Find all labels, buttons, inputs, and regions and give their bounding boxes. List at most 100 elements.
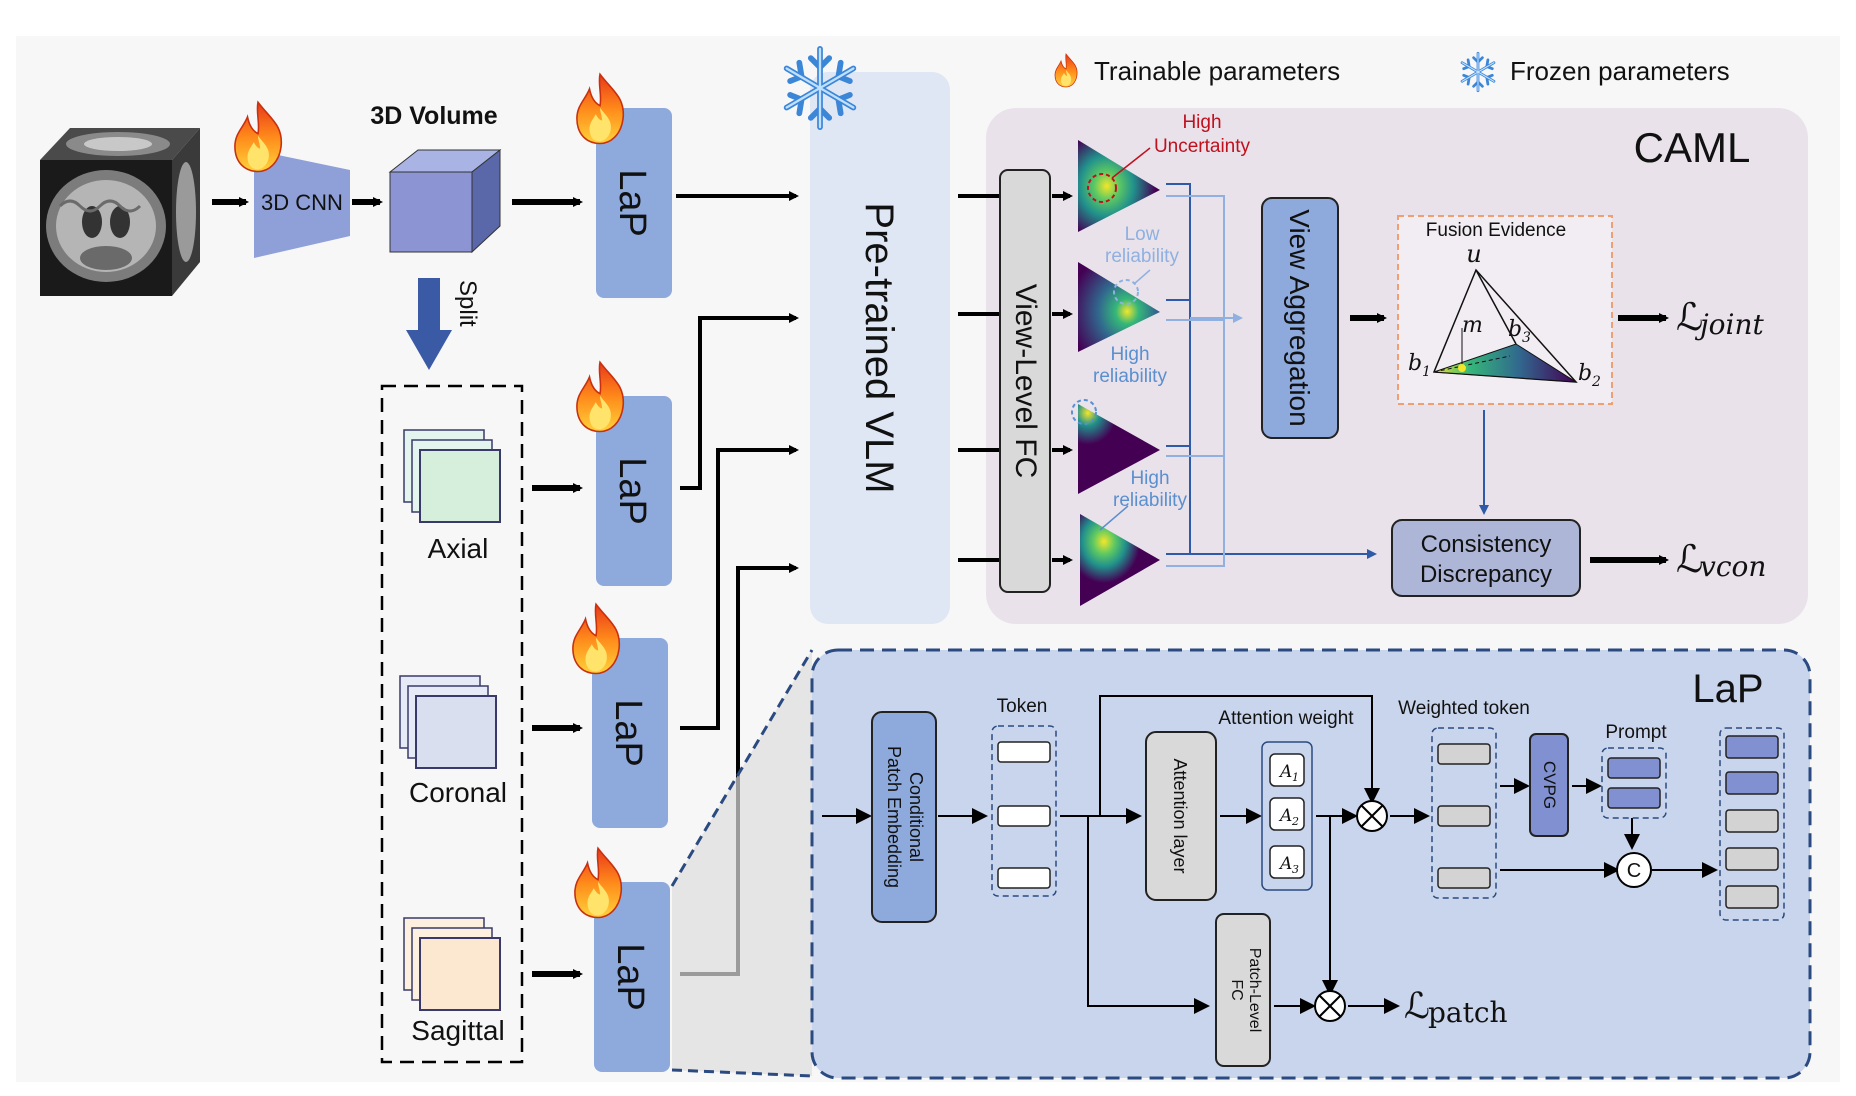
- simplex-b1-sub: 1: [1422, 364, 1431, 380]
- prompt-label: Prompt: [1605, 722, 1667, 743]
- view-level-fc-block: View-Level FC: [999, 169, 1051, 593]
- attention-weight-label: Attention weight: [1218, 708, 1354, 729]
- high-uncertainty-label-1: High: [1182, 112, 1221, 133]
- evidence-triangle-1: [1078, 140, 1160, 232]
- view-aggregation-label: View Aggregation: [1284, 209, 1315, 426]
- split-label: Split: [454, 280, 481, 327]
- token-flow-lines: [1060, 695, 1380, 1014]
- simplex-b3-sub: 3: [1522, 330, 1531, 346]
- simplex-u-label: u: [1466, 240, 1481, 268]
- volume-label: 3D Volume: [370, 102, 497, 130]
- coronal-label: Coronal: [409, 777, 507, 808]
- high-reliability-label-4: reliability: [1113, 490, 1187, 511]
- volume-cube: 3D Volume: [370, 102, 502, 254]
- a1-label: A: [1278, 762, 1292, 782]
- evidence-triangle-3: [1071, 399, 1160, 494]
- weighted-token-label: Weighted token: [1398, 698, 1530, 719]
- patch-loss-subscript: patch: [1428, 996, 1508, 1029]
- zoom-line-top: [670, 649, 814, 887]
- cvpg-label: CVPG: [1540, 761, 1559, 809]
- simplex-b2-sub: 2: [1591, 374, 1601, 390]
- discrepancy-label: Discrepancy: [1420, 561, 1552, 588]
- concat-label: C: [1627, 860, 1641, 882]
- lap-label: LaP: [611, 457, 653, 525]
- simplex-b2-label: b: [1578, 361, 1592, 386]
- axial-slices: [403, 429, 501, 523]
- vlm-block: Pre-trained VLM: [787, 49, 950, 624]
- sagittal-slices: [403, 917, 501, 1011]
- attention-weight-stack: A 1 A 2 A 3: [1261, 741, 1313, 891]
- aggregation-connectors: [1166, 195, 1243, 567]
- multiply-op-2: [1314, 990, 1346, 1022]
- a3-sub: 3: [1292, 863, 1299, 876]
- mri-volume-image: [40, 128, 200, 296]
- weighted-token-stack: [1431, 727, 1497, 899]
- axial-label: Axial: [428, 533, 489, 564]
- fusion-evidence-box: Fusion Evidence u m b 3 b 1 b 2: [1397, 215, 1613, 405]
- vcon-loss-subscript: vcon: [1700, 550, 1766, 583]
- patch-fc-label-2: FC: [1228, 979, 1245, 1000]
- cpe-label-2: Patch Embedding: [884, 746, 904, 888]
- lap-detail-title: LaP: [1692, 667, 1763, 711]
- simplex-m-label: m: [1462, 313, 1483, 338]
- attention-layer-label: Attention layer: [1170, 758, 1190, 873]
- consistency-discrepancy-block: Consistency Discrepancy: [1391, 519, 1581, 597]
- vlm-to-fc-arrows: [958, 194, 1000, 562]
- token-label: Token: [997, 696, 1048, 717]
- patch-loss-symbol: ℒ: [1404, 986, 1430, 1027]
- concat-op: C: [1616, 852, 1652, 888]
- prompt-stack: [1601, 747, 1667, 819]
- simplex-b3-label: b: [1508, 317, 1522, 342]
- lap-label: LaP: [611, 169, 653, 237]
- a1-sub: 1: [1292, 771, 1299, 784]
- output-token-stack: [1719, 727, 1785, 921]
- a2-label: A: [1278, 806, 1292, 826]
- low-reliability-label-1: Low: [1125, 224, 1160, 245]
- fusion-evidence-label: Fusion Evidence: [1426, 220, 1566, 241]
- high-reliability-label-2: reliability: [1093, 366, 1167, 387]
- view-aggregation-block: View Aggregation: [1261, 197, 1339, 439]
- lap-label: LaP: [609, 943, 651, 1011]
- evidence-triangle-2: [1078, 262, 1160, 352]
- joint-loss-subscript: joint: [1694, 308, 1765, 341]
- low-reliability-label-2: reliability: [1105, 246, 1179, 267]
- multiply-op-1: [1356, 800, 1388, 832]
- patch-fc-label-1: Patch-Level: [1246, 948, 1263, 1033]
- legend: Trainable parameters Frozen parameters: [1054, 51, 1730, 93]
- evidence-triangle-4: [1080, 505, 1160, 606]
- vcon-loss-symbol: ℒ: [1676, 537, 1703, 581]
- zoom-line-bottom: [671, 1068, 813, 1078]
- zoom-shade: [672, 650, 812, 1076]
- prompt-flow-lines: [1500, 778, 1718, 878]
- cvpg-block: CVPG: [1529, 733, 1569, 837]
- lap-label: LaP: [607, 699, 649, 767]
- conditional-patch-embedding-block: Conditional Patch Embedding: [871, 711, 937, 923]
- consistency-label: Consistency: [1421, 531, 1552, 558]
- a3-label: A: [1278, 854, 1292, 874]
- lap-block-volume: LaP: [576, 73, 672, 298]
- simplex-b1-label: b: [1408, 351, 1422, 376]
- lap-block-axial: LaP: [576, 361, 672, 586]
- weight-flow-lines: [1316, 808, 1358, 996]
- views-box: [380, 384, 524, 1064]
- fc-to-evidence-arrows: [1052, 191, 1073, 565]
- token-stack: [991, 725, 1057, 897]
- cnn-label: 3D CNN: [261, 190, 343, 215]
- vlm-label: Pre-trained VLM: [857, 202, 901, 493]
- lap-block-sagittal: LaP: [574, 847, 670, 1072]
- cnn-block: 3D CNN: [234, 101, 350, 258]
- a2-sub: 2: [1291, 815, 1299, 828]
- cpe-label-1: Conditional: [906, 772, 926, 862]
- joint-loss-symbol: ℒ: [1676, 295, 1703, 339]
- high-uncertainty-label-2: Uncertainty: [1154, 136, 1251, 157]
- caml-title: CAML: [1634, 124, 1751, 171]
- patch-level-fc-block: Patch-Level FC: [1215, 913, 1271, 1067]
- attention-layer-block: Attention layer: [1145, 731, 1217, 901]
- lap-block-coronal: LaP: [572, 603, 668, 828]
- coronal-slices: [399, 675, 497, 769]
- view-fc-label: View-Level FC: [1009, 284, 1042, 479]
- high-reliability-label-3: High: [1130, 468, 1169, 489]
- sagittal-label: Sagittal: [411, 1015, 504, 1046]
- split-arrow: Split: [406, 278, 481, 370]
